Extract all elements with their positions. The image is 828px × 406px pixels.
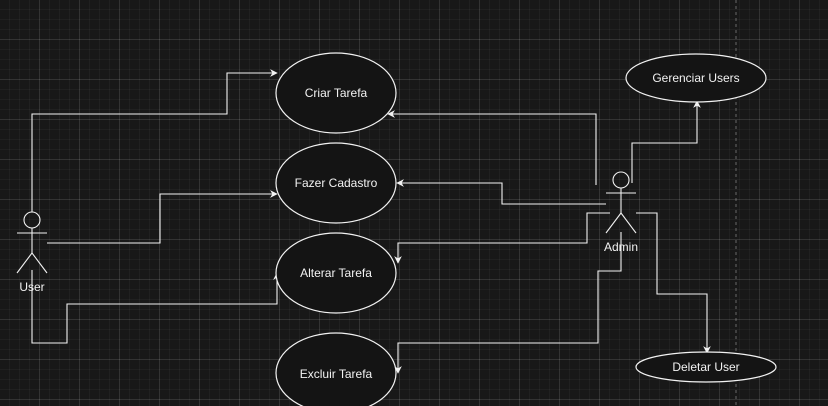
- use-case-label: Fazer Cadastro: [295, 176, 378, 190]
- edge-admin-cadastro[interactable]: [396, 179, 606, 205]
- edge-user-alterar[interactable]: [31, 270, 281, 344]
- use-case-label: Excluir Tarefa: [300, 367, 373, 381]
- use-case-label: Alterar Tarefa: [300, 266, 372, 280]
- edge-admin-alterar[interactable]: [394, 212, 610, 264]
- actor-right-leg: [31, 252, 48, 274]
- actor-user[interactable]: User: [16, 211, 48, 294]
- edge-admin-criar[interactable]: [387, 110, 597, 185]
- connectors: [31, 69, 711, 374]
- actor-label: User: [19, 280, 44, 294]
- edge-admin-gerenciar[interactable]: [631, 100, 701, 183]
- use-case-label: Gerenciar Users: [652, 71, 739, 85]
- actor-admin[interactable]: Admin: [604, 171, 638, 254]
- use-case-criar-tarefa[interactable]: Criar Tarefa: [275, 52, 397, 134]
- use-case-gerenciar-users[interactable]: Gerenciar Users: [625, 53, 767, 103]
- edge-user-criar[interactable]: [31, 69, 278, 212]
- use-case-excluir-tarefa[interactable]: Excluir Tarefa: [275, 332, 397, 406]
- use-case-alterar-tarefa[interactable]: Alterar Tarefa: [275, 232, 397, 314]
- use-case-label: Criar Tarefa: [305, 86, 368, 100]
- actor-label: Admin: [604, 240, 638, 254]
- edge-admin-excluir[interactable]: [394, 232, 622, 374]
- use-case-deletar-user[interactable]: Deletar User: [635, 351, 777, 383]
- actor-left-leg: [16, 252, 33, 274]
- actor-left-leg: [605, 212, 622, 234]
- edge-admin-deletar[interactable]: [636, 212, 711, 354]
- actor-right-leg: [620, 212, 637, 234]
- edge-user-cadastro[interactable]: [47, 190, 278, 244]
- use-case-fazer-cadastro[interactable]: Fazer Cadastro: [275, 142, 397, 224]
- actor-head: [23, 211, 41, 229]
- actor-head: [612, 171, 630, 189]
- use-case-label: Deletar User: [672, 360, 739, 374]
